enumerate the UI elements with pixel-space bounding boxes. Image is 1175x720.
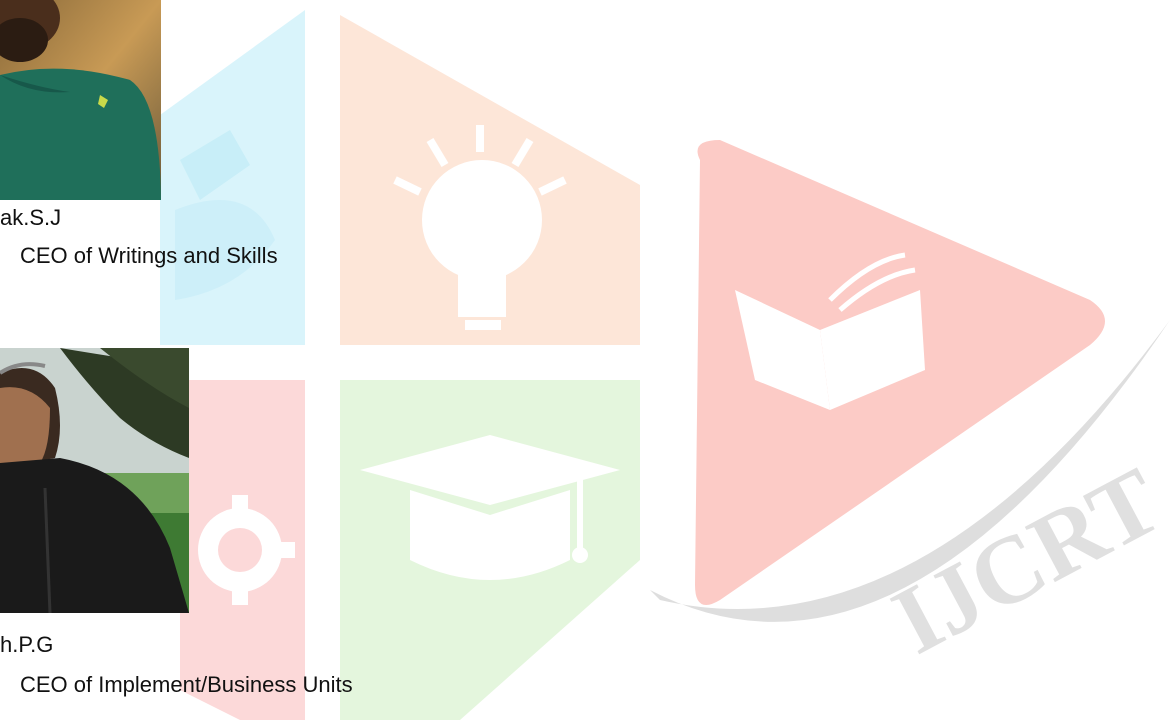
cyan-tile [160, 10, 305, 345]
profile-name-1: ak.S.J [0, 205, 62, 230]
profile-role-2: CEO of Implement/Business Units [20, 672, 353, 697]
orange-tile [340, 15, 640, 345]
book-icon [735, 252, 925, 410]
play-triangle [695, 140, 1105, 605]
graduation-cap-icon [360, 435, 620, 580]
green-tile [340, 380, 640, 720]
profile-role-1: CEO of Writings and Skills [20, 243, 278, 268]
ijcrt-logo-text: IJCRT [876, 446, 1175, 674]
profile-photo-2 [0, 348, 189, 613]
lightbulb-icon [393, 125, 567, 330]
gear-icon [198, 495, 295, 605]
pink-tile [180, 380, 305, 720]
profile-name-2: h.P.G [0, 632, 54, 657]
profile-photo-1 [0, 0, 161, 200]
